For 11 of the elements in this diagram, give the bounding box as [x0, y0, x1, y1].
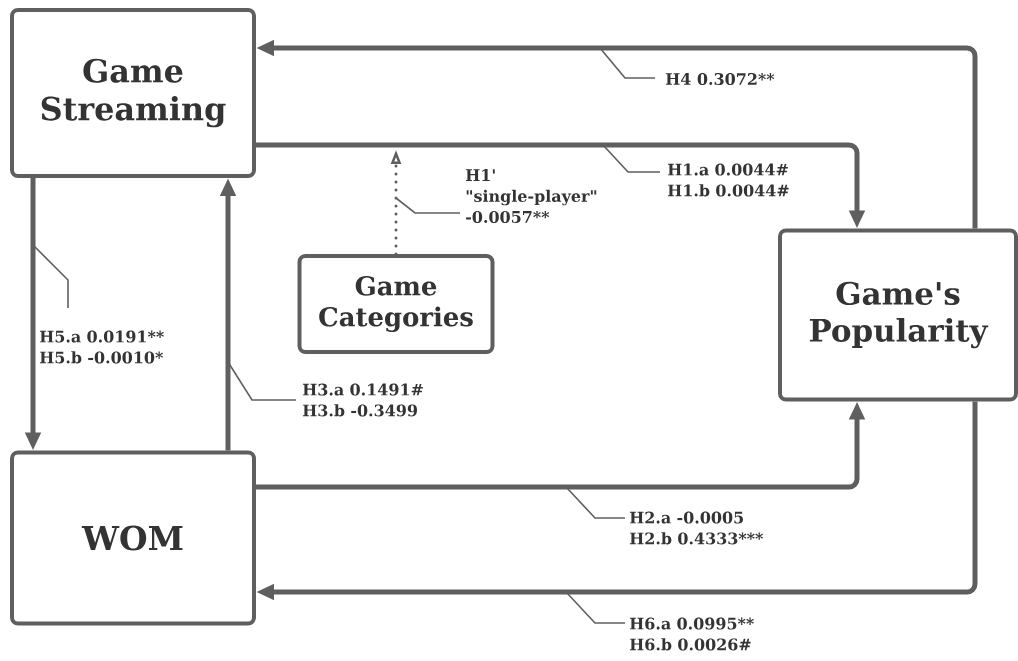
edge-label: H5.a 0.0191** H5.b -0.0010* — [39, 330, 164, 364]
edge-label: H6.a 0.0995** H6.b 0.0026# — [629, 617, 754, 651]
concept-box: WOM — [10, 450, 256, 626]
concept-box: Game Categories — [297, 254, 495, 354]
edge-label: H1.a 0.0044# H1.b 0.0044# — [667, 163, 789, 197]
concept-box: Game's Popularity — [778, 228, 1018, 402]
edge-label: H1' "single-player" -0.0057** — [465, 169, 597, 223]
edge-label: H2.a -0.0005 H2.b 0.4333*** — [629, 511, 764, 545]
edge-label: H3.a 0.1491# H3.b -0.3499 — [302, 383, 423, 417]
concept-box: Game Streaming — [10, 8, 256, 178]
edge-label: H4 0.3072** — [665, 72, 775, 85]
